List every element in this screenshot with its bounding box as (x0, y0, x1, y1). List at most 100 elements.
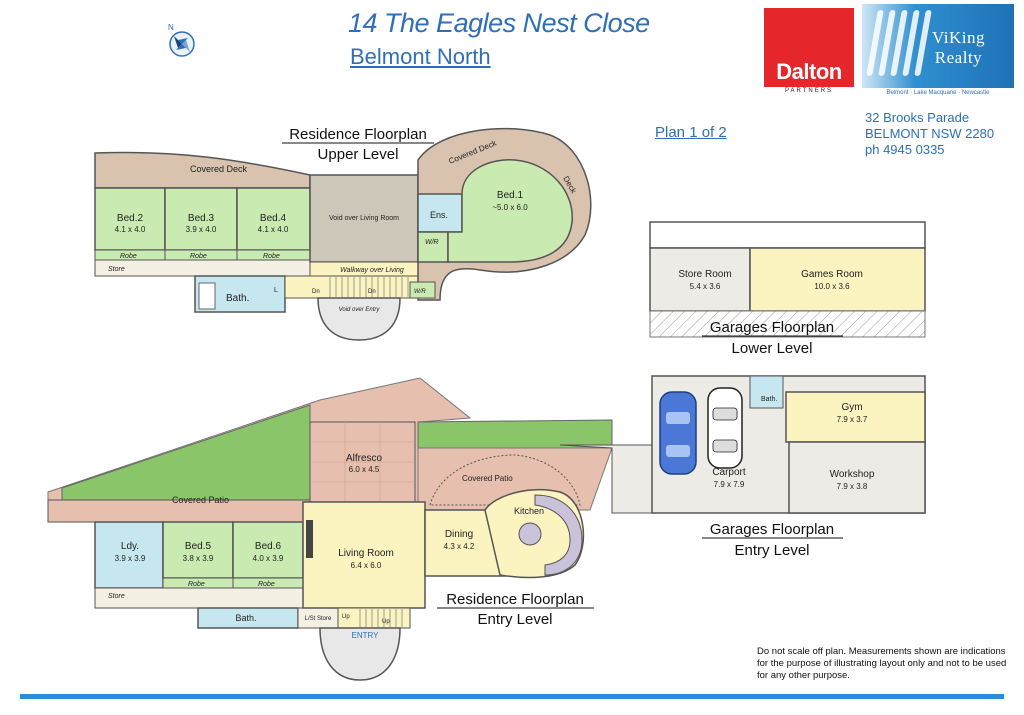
label-bed2-dim: 4.1 x 4.0 (115, 225, 146, 234)
property-title: 14 The Eagles Nest Close (348, 8, 650, 38)
label-carport-dim: 7.9 x 7.9 (714, 480, 745, 489)
label-dining: Dining (445, 529, 473, 540)
void-over-living (309, 174, 419, 263)
upper-level-plan (94, 127, 592, 341)
upper-corridor (94, 259, 311, 277)
disclaimer-text: Do not scale off plan. Measurements show… (757, 646, 1007, 681)
label-living-dim: 6.4 x 6.0 (351, 561, 382, 570)
label-games-room: Games Room (801, 269, 863, 280)
bed1-room (447, 159, 573, 263)
label-lst-store: L/St Store (305, 616, 332, 622)
title-residence-upper-line1: Residence Floorplan (289, 126, 427, 143)
label-robe-bed4: Robe (263, 253, 280, 260)
car-icon-blue (659, 391, 697, 475)
garages-entry-plan (559, 375, 926, 514)
dalton-logo-subtext: PARTNERS (764, 87, 854, 96)
label-gym: Gym (841, 402, 862, 413)
compass-north-label: N (168, 23, 174, 32)
label-ldy: Ldy. (121, 541, 139, 552)
viking-logo-line1: ViKing (932, 28, 985, 47)
void-over-entry (317, 297, 401, 341)
label-bed5-dim: 3.8 x 3.9 (183, 554, 214, 563)
plan-number: Plan 1 of 2 (655, 124, 727, 141)
laundry-room (94, 521, 164, 589)
label-bed3: Bed.3 (188, 213, 215, 224)
garage-bath-room (749, 375, 784, 409)
title-garages-lower-line1: Garages Floorplan (710, 319, 834, 336)
label-robe-bed6: Robe (258, 581, 275, 588)
title-garages-entry-line2: Entry Level (734, 542, 809, 559)
label-bed2: Bed.2 (117, 213, 144, 224)
label-bed6-dim: 4.0 x 3.9 (253, 554, 284, 563)
label-entry: ENTRY (352, 631, 380, 640)
alfresco-paving-lines (310, 422, 415, 502)
label-bed6: Bed.6 (255, 541, 282, 552)
workshop-room (788, 441, 926, 514)
label-covered-patio-left: Covered Patio (172, 495, 229, 505)
label-wir-upper: W/R (425, 239, 439, 246)
label-bed1-dim: ~5.0 x 6.0 (492, 203, 528, 212)
viking-logo-text: ViKing Realty (932, 28, 985, 68)
fireplace (306, 520, 313, 558)
label-carport: Carport (712, 467, 746, 478)
label-bath-entry: Bath. (235, 613, 256, 623)
upper-wir2-room (409, 281, 436, 299)
label-games-room-dim: 10.0 x 3.6 (814, 282, 850, 291)
label-store-room-dim: 5.4 x 3.6 (690, 282, 721, 291)
label-bath-garage: Bath. (761, 396, 777, 403)
label-dn-2: Dn (368, 289, 376, 295)
lawn-right (417, 419, 613, 449)
kitchen-island (518, 522, 542, 546)
label-living: Living Room (338, 548, 394, 559)
bed6-room (232, 521, 304, 579)
viking-logo-line2: Realty (934, 48, 983, 67)
label-kitchen: Kitchen (514, 506, 544, 516)
label-ldy-dim: 3.9 x 3.9 (115, 554, 146, 563)
label-void-entry: Void over Entry (339, 307, 381, 313)
bathtub-icon (198, 282, 216, 310)
entry-level-plan (47, 377, 613, 681)
label-wir2: W/R (414, 289, 426, 295)
label-alfresco: Alfresco (346, 453, 383, 464)
label-bed4: Bed.4 (260, 213, 287, 224)
compass-icon (169, 31, 195, 57)
viking-realty-logo: ViKing Realty (862, 4, 1014, 88)
address-phone: ph 4945 0335 (865, 142, 945, 157)
label-l: L (274, 287, 278, 294)
games-room (749, 247, 926, 312)
upper-wir-room (417, 231, 449, 263)
label-covered-patio-right: Covered Patio (462, 474, 513, 483)
label-bath-upper: Bath. (226, 293, 249, 304)
title-garages-entry-line1: Garages Floorplan (710, 521, 834, 538)
bed4-room (236, 187, 311, 251)
label-bed4-dim: 4.1 x 4.0 (258, 225, 289, 234)
label-walkway: Walkway over Living (340, 267, 404, 274)
label-store-room: Store Room (678, 269, 731, 280)
kitchen-bench (534, 494, 583, 576)
title-residence-entry-line2: Entry Level (477, 611, 552, 628)
dalton-logo-text: Dalton (776, 59, 842, 84)
label-bed1: Bed.1 (497, 190, 524, 201)
lower-hatched-area (649, 310, 926, 338)
title-residence-entry-line1: Residence Floorplan (446, 591, 584, 608)
address-suburb: BELMONT NSW 2280 (865, 126, 995, 141)
label-bed3-dim: 3.9 x 4.0 (186, 225, 217, 234)
label-robe-bed2: Robe (120, 253, 137, 260)
gym-room (785, 391, 926, 443)
label-ens: Ens. (430, 210, 448, 220)
label-void-living: Void over Living Room (329, 215, 399, 222)
dalton-logo: Dalton PARTNERS (764, 8, 854, 96)
living-room (302, 501, 426, 609)
label-gym-dim: 7.9 x 3.7 (837, 415, 868, 424)
car-icon-white (707, 387, 743, 469)
label-store-upper: Store (108, 266, 125, 273)
label-covered-deck-upper: Covered Deck (190, 164, 248, 174)
upper-stair-treads (329, 277, 409, 297)
label-robe-bed5: Robe (188, 581, 205, 588)
agency-address: 32 Brooks Parade BELMONT NSW 2280 ph 494… (865, 110, 994, 158)
label-dn-1: Dn (312, 289, 320, 295)
entry-porch (319, 627, 401, 681)
driveway (559, 444, 653, 514)
entry-stair-treads (359, 609, 403, 627)
